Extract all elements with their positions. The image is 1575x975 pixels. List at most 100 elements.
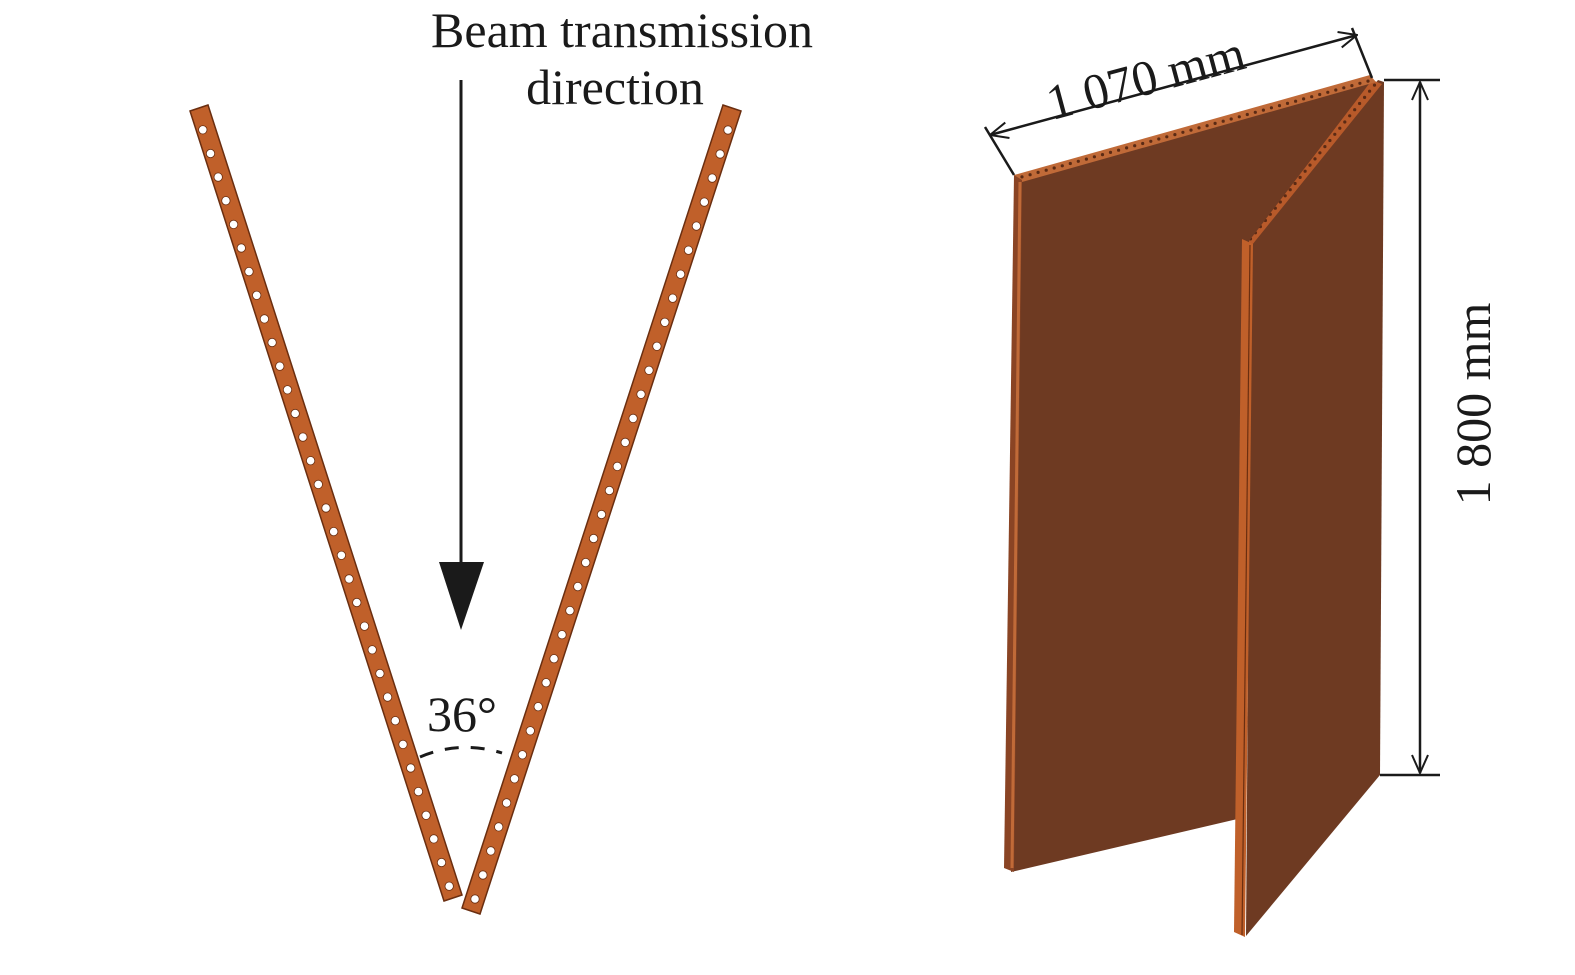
strip-hole <box>565 605 575 616</box>
strip-hole <box>604 485 615 496</box>
panel-top-hole <box>1020 175 1024 179</box>
strip-hole <box>675 269 686 279</box>
strip-hole <box>406 763 416 773</box>
panel-top-hole <box>1044 168 1048 172</box>
panel-top-hole <box>1353 108 1357 112</box>
left-panel-face <box>1011 80 1372 872</box>
panel-top-hole <box>1108 150 1113 154</box>
panel-top-hole <box>1197 126 1201 130</box>
strip-hole <box>290 408 300 419</box>
left-strip-body <box>189 104 463 902</box>
angle-label: 36° <box>427 686 497 742</box>
panel-top-hole <box>1237 115 1241 119</box>
panel-top-hole <box>1269 106 1273 110</box>
panel-top-hole <box>1285 101 1290 105</box>
strip-hole <box>581 557 591 568</box>
strip-hole <box>486 846 496 856</box>
panel-top-hole <box>1326 90 1330 94</box>
panel-top-hole <box>1028 173 1032 177</box>
panel-top-hole <box>1294 99 1298 103</box>
panel-top-hole <box>1052 166 1056 170</box>
panel-top-hole <box>1205 124 1209 128</box>
width-extension-left <box>983 126 1016 176</box>
strip-hole <box>221 196 231 206</box>
strip-hole <box>305 456 316 466</box>
panel-top-hole <box>1149 139 1153 143</box>
panel-top-hole <box>1328 138 1332 143</box>
panel-top-hole <box>1213 121 1217 125</box>
panel-top-hole <box>1165 135 1169 139</box>
panel-top-hole <box>1253 110 1257 114</box>
right-panel-front-edge-shade <box>1241 244 1251 936</box>
panel-top-hole <box>1358 101 1362 106</box>
strip-hole <box>636 389 646 399</box>
strip-hole <box>723 125 733 135</box>
strip-hole <box>596 509 607 520</box>
strip-hole <box>644 365 654 375</box>
panel-top-hole <box>1100 153 1105 157</box>
strip-hole <box>588 533 599 544</box>
strip-hole <box>282 385 293 395</box>
strip-hole <box>436 857 447 868</box>
panel-top-hole <box>1084 157 1088 161</box>
strip-hole <box>398 739 408 750</box>
angle-arc <box>419 745 503 759</box>
panel-top-hole <box>1221 119 1225 123</box>
strip-hole <box>359 621 370 631</box>
panel-top-hole <box>1261 108 1265 112</box>
beam-label-line1: Beam transmission <box>431 2 813 58</box>
strip-hole <box>344 574 354 584</box>
width-dimension-line <box>990 35 1357 135</box>
strip-hole <box>275 361 285 371</box>
panel-top-hole <box>1366 79 1370 83</box>
beam-label-line2: direction <box>526 59 704 115</box>
strip-hole <box>244 266 254 277</box>
strip-hole <box>413 786 423 797</box>
strip-hole <box>298 432 308 442</box>
strip-hole <box>267 337 277 348</box>
strip-hole <box>557 630 567 640</box>
panel-top-hole <box>1348 114 1352 118</box>
strip-hole <box>329 526 339 537</box>
panel-top-hole <box>1338 126 1342 130</box>
panel-top-hole <box>1189 128 1193 132</box>
strip-hole <box>668 293 678 303</box>
panel-top-hole <box>1298 175 1302 179</box>
strip-hole <box>699 197 709 207</box>
strip-hole <box>573 581 583 592</box>
left-panel-side-highlight <box>1010 181 1022 869</box>
panel-top-hole <box>1157 137 1161 141</box>
panel-top-hole <box>1076 159 1080 163</box>
panel-top-hole <box>1229 117 1233 121</box>
panel-top-hole <box>1068 161 1072 166</box>
panel-top-hole <box>1293 181 1297 186</box>
panel-top-hole <box>1323 145 1327 149</box>
strip-hole <box>470 894 480 904</box>
height-label: 1 800 mm <box>1445 303 1501 506</box>
panel-top-hole <box>1333 132 1337 136</box>
strip-hole <box>525 726 535 736</box>
strip-hole <box>549 654 559 664</box>
panel-top-hole <box>1342 86 1346 90</box>
panel-top-hole <box>1125 146 1129 150</box>
panel-top-hole <box>1245 112 1249 117</box>
panel-top-hole <box>1308 163 1312 167</box>
strip-hole <box>478 870 488 880</box>
strip-hole <box>352 597 362 608</box>
strip-hole <box>313 479 323 489</box>
strip-hole <box>213 172 223 182</box>
panel-top-hole <box>1288 188 1292 192</box>
strip-hole <box>205 148 216 159</box>
strip-hole <box>259 314 269 324</box>
strip-hole <box>541 678 551 688</box>
strip-hole <box>612 461 622 471</box>
strip-hole <box>494 822 504 832</box>
strip-hole <box>444 881 454 891</box>
strip-hole <box>652 341 662 351</box>
panel-top-hole <box>1334 88 1338 92</box>
left-strip-holes <box>198 125 454 891</box>
strip-hole <box>198 125 208 135</box>
panel-top-hole <box>1363 95 1367 99</box>
left-strip <box>189 104 463 902</box>
